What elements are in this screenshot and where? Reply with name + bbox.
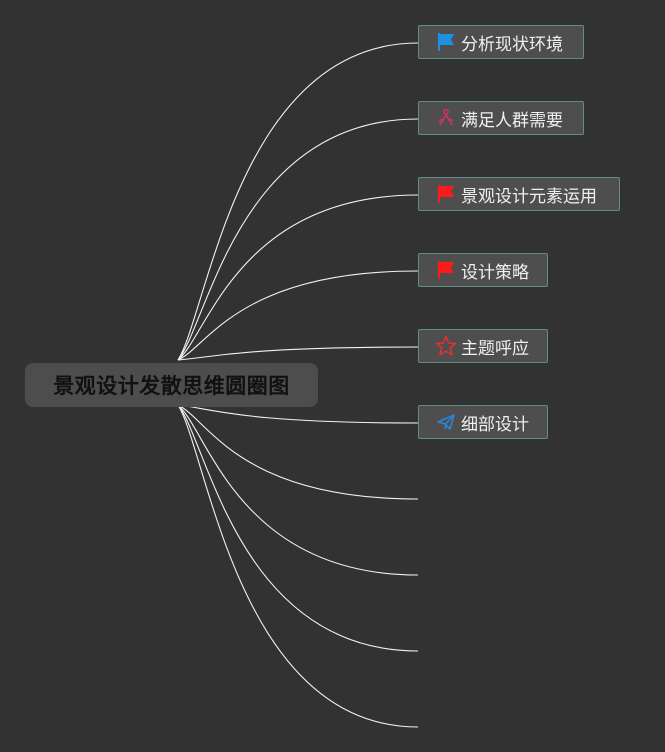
branch-node-5-label: 主题呼应 — [461, 338, 529, 359]
connector-line — [177, 270, 419, 361]
branch-node-4-label: 设计策略 — [461, 262, 529, 283]
branch-node-3-label: 景观设计元素运用 — [461, 186, 597, 207]
branch-node-1[interactable]: 分析现状环境 — [418, 25, 584, 59]
branch-node-5[interactable]: 主题呼应 — [418, 329, 548, 363]
branch-node-3[interactable]: 景观设计元素运用 — [418, 177, 620, 211]
connector-line — [177, 404, 419, 424]
connector-line — [177, 404, 419, 728]
paper-plane-icon — [435, 411, 457, 433]
connector-line — [177, 404, 419, 576]
people-icon — [435, 107, 457, 129]
root-node[interactable]: 景观设计发散思维圆圈图 — [25, 363, 318, 407]
branch-node-1-label: 分析现状环境 — [461, 34, 563, 55]
branch-node-6[interactable]: 细部设计 — [418, 405, 548, 439]
blue-flag-icon — [435, 31, 457, 53]
red-flag-icon — [435, 259, 457, 281]
connector-line — [177, 42, 419, 361]
branch-node-2-label: 满足人群需要 — [461, 110, 563, 131]
connector-line — [177, 194, 419, 361]
branch-node-4[interactable]: 设计策略 — [418, 253, 548, 287]
connector-line — [177, 404, 419, 652]
star-outline-icon — [435, 335, 457, 357]
connector-line — [177, 404, 419, 500]
root-node-label: 景观设计发散思维圆圈图 — [53, 374, 290, 398]
red-flag-icon — [435, 183, 457, 205]
connector-line — [177, 118, 419, 361]
connector-line — [177, 346, 419, 361]
branch-node-2[interactable]: 满足人群需要 — [418, 101, 584, 135]
branch-node-6-label: 细部设计 — [461, 414, 529, 435]
